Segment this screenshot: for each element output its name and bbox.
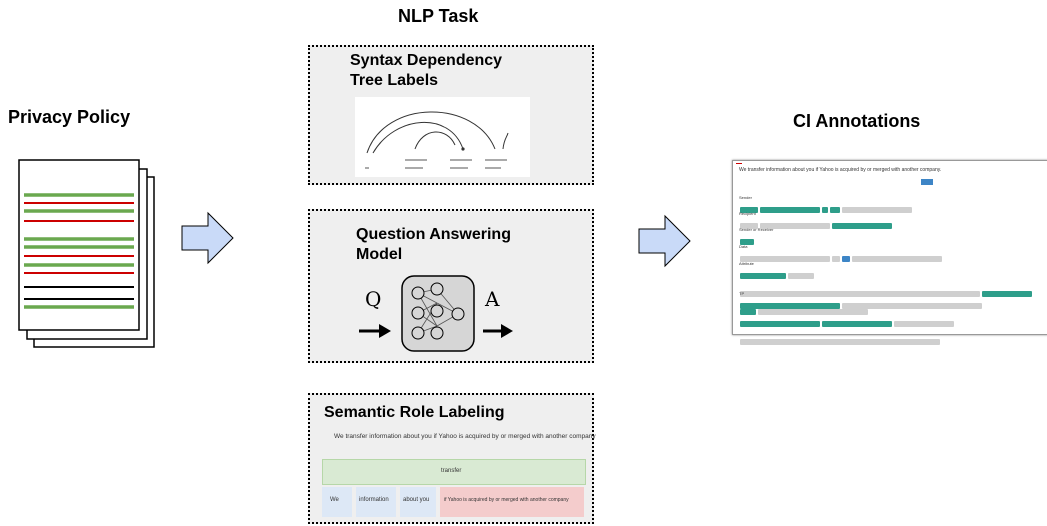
srl-predicate-bar: transfer [322, 459, 586, 485]
ci-chip-row [739, 297, 1045, 345]
a-label: A [485, 287, 500, 311]
question-answering-label: Question Answering Model [356, 226, 511, 263]
ci-field-label: Sender or Receiver [739, 227, 774, 232]
srl-arg-box: if Yahoo is acquired by or merged with a… [440, 487, 584, 517]
ci-field-label: Attribute [739, 261, 754, 266]
srl-arg-box: about you [400, 487, 436, 517]
syntax-dependency-label: Syntax Dependency Tree Labels [350, 52, 503, 89]
privacy-policy-title: Privacy Policy [8, 107, 131, 127]
question-answering-box: Question Answering Model Q A [308, 209, 594, 363]
ci-button[interactable] [921, 179, 933, 185]
q-label: Q [365, 287, 382, 311]
srl-arg-label: if Yahoo is acquired by or merged with a… [444, 497, 569, 503]
srl-arg-label: about you [403, 497, 430, 503]
ci-field-label: Recipient [739, 211, 756, 216]
semantic-role-labeling-box: Semantic Role Labeling We transfer infor… [308, 393, 596, 524]
syntax-dependency-box: Syntax Dependency Tree Labels [308, 45, 594, 185]
arrow-right-icon [181, 211, 234, 265]
ci-field-label: Data [739, 244, 748, 249]
ci-chip-row [739, 217, 1039, 229]
ci-chip-row [739, 233, 1039, 245]
ci-annotations-title: CI Annotations [793, 111, 921, 131]
ci-field-label: TP [739, 291, 745, 296]
ci-chip-row [739, 267, 1045, 315]
srl-sentence: We transfer information about you if Yah… [334, 433, 596, 440]
nlp-task-title: NLP Task [398, 6, 479, 26]
ci-annotation-screenshot: We transfer information about you if Yah… [732, 160, 1047, 345]
dependency-tree-image [355, 97, 530, 177]
semantic-role-labeling-label: Semantic Role Labeling [324, 404, 505, 421]
srl-predicate-label: transfer [441, 468, 462, 474]
srl-arg-label: We [330, 497, 339, 503]
arrow-right-icon [638, 214, 691, 268]
ci-field-label: Sender [739, 195, 752, 200]
neural-network-icon [359, 275, 513, 352]
srl-arg-box: We [322, 487, 352, 517]
srl-arg-box: information [356, 487, 396, 517]
ci-chip-row [739, 250, 1039, 262]
ci-chip-row [739, 201, 1039, 213]
ci-corner-mark-icon [736, 163, 742, 168]
srl-arg-label: information [359, 497, 389, 503]
document-stack-icon [10, 155, 160, 350]
ci-sentence: We transfer information about you if Yah… [739, 167, 942, 173]
